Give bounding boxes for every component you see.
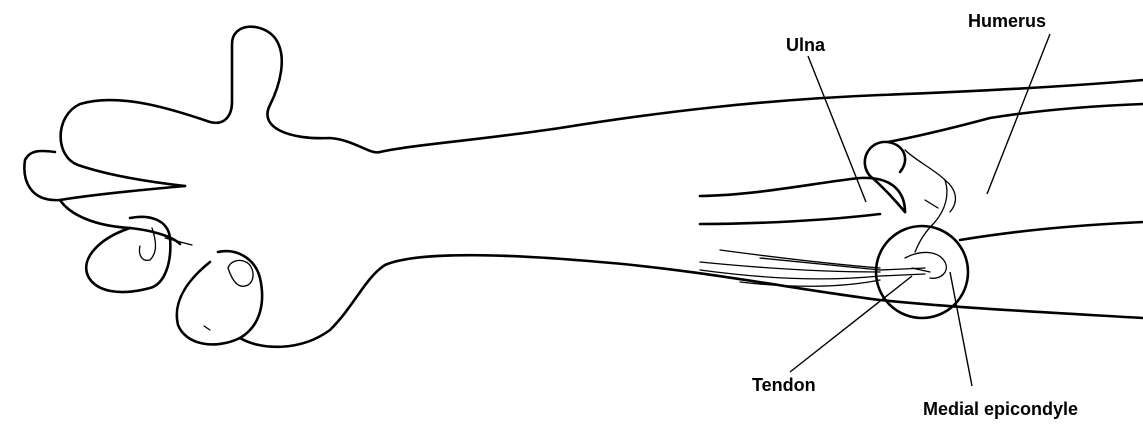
hand-outline [24, 27, 1143, 347]
humerus-label: Humerus [968, 12, 1046, 30]
humerus-leader [987, 34, 1050, 194]
forearm-muscle-lines [700, 178, 905, 286]
medial-epicondyle-label: Medial epicondyle [923, 400, 1078, 418]
ulna-label: Ulna [786, 36, 825, 54]
elbow-bones [865, 104, 1143, 278]
medial-epicondyle-leader [950, 272, 972, 386]
tendon-label: Tendon [752, 376, 816, 394]
